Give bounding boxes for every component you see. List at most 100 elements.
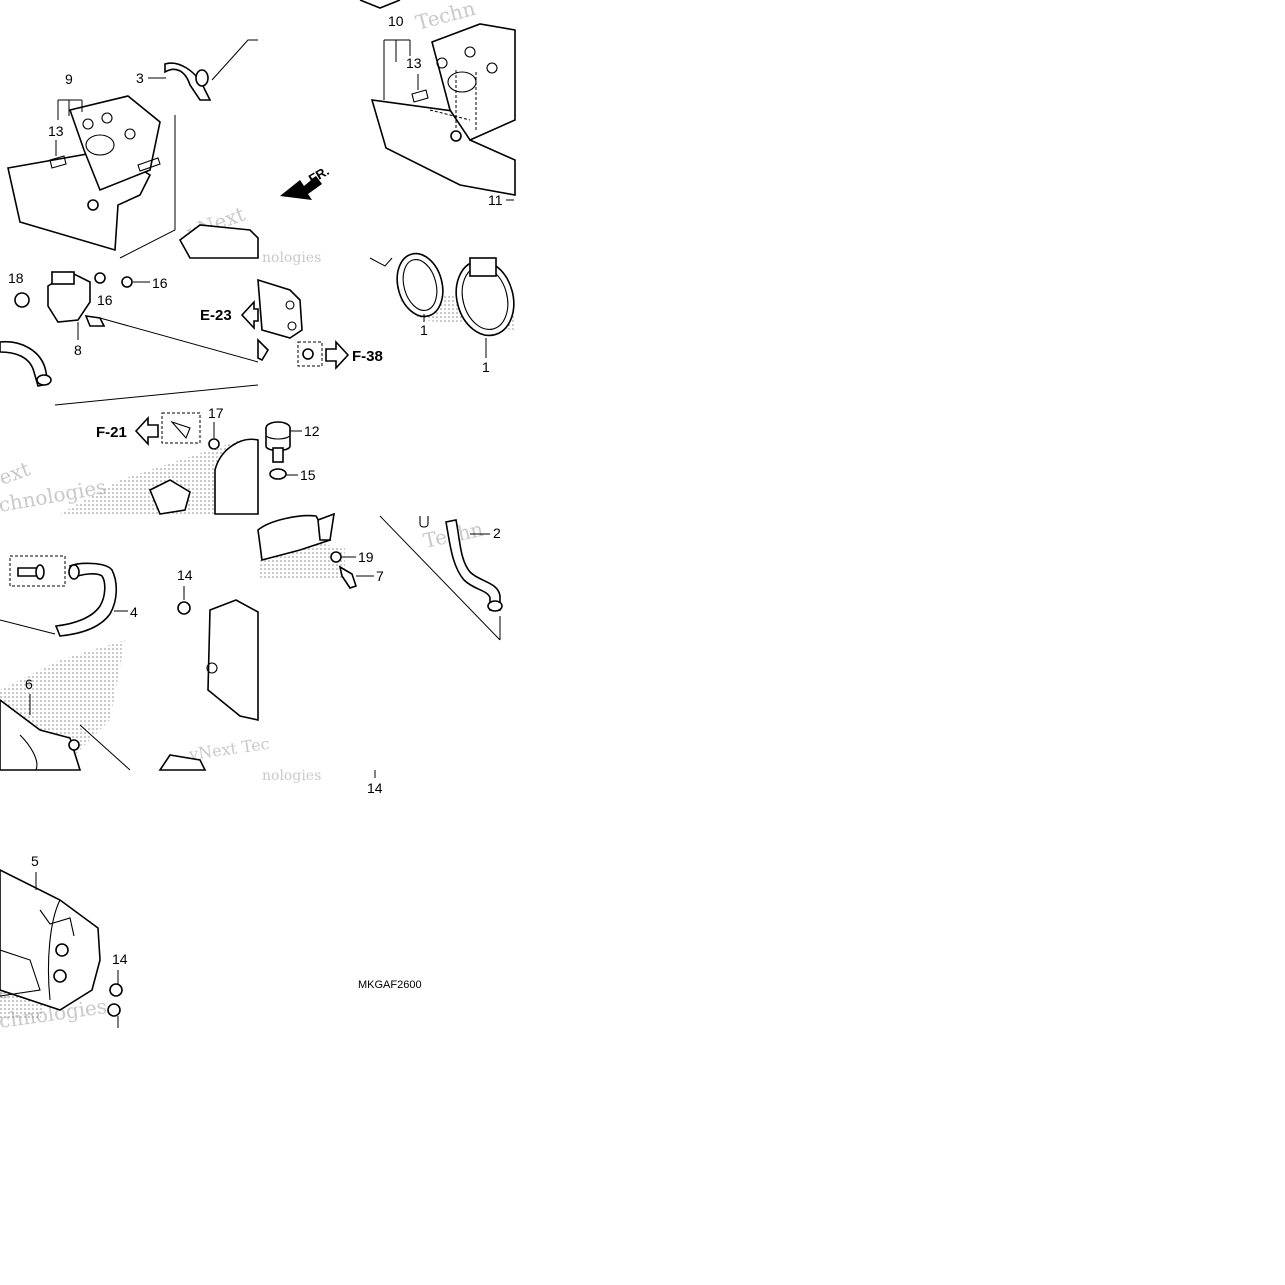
bracket-hole (85, 134, 115, 156)
callout-17: 17 (208, 405, 224, 421)
part-fragment (369, 257, 393, 267)
bracket-hole (101, 112, 113, 124)
nut (87, 199, 99, 211)
leader-line (79, 724, 131, 771)
bolt-14 (109, 983, 123, 997)
callout-14: 14 (112, 951, 128, 967)
bracket-hole (486, 62, 498, 74)
callout-16: 16 (152, 275, 168, 291)
hose-end (195, 69, 209, 87)
callout-2: 2 (493, 525, 501, 541)
callout-4: 4 (130, 604, 138, 620)
tile-lower-left: 5 14 (0, 853, 128, 1028)
canister-port (53, 969, 67, 983)
tile-bottom-left: 4 6 14 (0, 555, 259, 771)
callout-8: 8 (74, 342, 82, 358)
canister-end (214, 438, 259, 515)
dashed-box (297, 341, 323, 367)
leader-line (119, 115, 176, 259)
clip-fragment (170, 420, 191, 440)
bracket-upper (68, 95, 161, 192)
bracket-upper (431, 23, 516, 142)
canister-nozzle (317, 512, 335, 541)
canister-port (68, 739, 80, 751)
callout-13: 13 (48, 123, 64, 139)
callout-14: 14 (177, 567, 193, 583)
collar-15 (272, 447, 284, 463)
tile-middle-center: E-23 F-38 12 15 (200, 278, 383, 483)
callout-5: 5 (31, 853, 39, 869)
callout-15: 15 (300, 467, 316, 483)
bolt-14 (177, 601, 191, 615)
tile-top-left: 9 13 3 (7, 39, 259, 259)
leader-line (0, 619, 56, 635)
clamp-7 (338, 565, 358, 589)
watermark-text: nologies (262, 250, 321, 266)
leader-bracket (383, 39, 411, 100)
leader-line (379, 515, 501, 641)
callout-16: 16 (97, 292, 113, 308)
hose-end (487, 600, 503, 612)
nut (450, 130, 462, 142)
rubber-ring (265, 435, 291, 440)
canister-port (55, 943, 69, 957)
front-arrow-icon (280, 176, 322, 200)
clamp-fragment (148, 479, 191, 515)
canister-end (257, 514, 332, 562)
callout-7: 7 (376, 568, 384, 584)
canister-6 (0, 699, 82, 771)
leader-line (54, 384, 259, 406)
callout-1: 1 (420, 322, 428, 338)
slot (137, 157, 161, 172)
tile-bottom-right: 2 (379, 515, 503, 641)
reference-arrow-icon (134, 415, 159, 447)
callout-19: 19 (358, 549, 374, 565)
callout-12: 12 (304, 423, 320, 439)
canister-mount (39, 909, 75, 937)
part-fragment (257, 338, 270, 362)
bracket-canister (207, 599, 259, 721)
pad (49, 155, 67, 169)
part-fragment (158, 754, 207, 771)
leader-line (99, 317, 259, 363)
leader-line (211, 39, 258, 81)
bolt-14 (107, 1003, 121, 1017)
canister-bracket (0, 949, 41, 997)
nut-15 (269, 468, 287, 480)
tile-middle-right: 1 1 (369, 252, 515, 375)
reference-f38: F-38 (352, 348, 383, 365)
diagram-code: MKGAF2600 (358, 979, 422, 991)
callout-1: 1 (482, 359, 490, 375)
dashed-guide (429, 70, 477, 132)
shading (60, 440, 258, 514)
clip-19 (330, 551, 342, 563)
callout-14: 14 (367, 780, 383, 796)
reference-f21: F-21 (96, 424, 127, 441)
part-fragment (359, 0, 401, 9)
watermark-text: nologies (262, 768, 321, 784)
solenoid-connector (51, 271, 75, 285)
callout-18: 18 (8, 270, 24, 286)
watermark-text: ext (0, 456, 33, 489)
clamp-tab (469, 257, 497, 277)
leader-bracket (57, 99, 83, 120)
part-fragment (178, 224, 259, 259)
callout-3: 3 (136, 70, 144, 86)
pad (411, 89, 429, 103)
reference-arrow-icon (240, 299, 259, 331)
stay-hole (285, 300, 295, 310)
solenoid-nozzle (84, 315, 106, 327)
hose-end (68, 564, 80, 580)
callout-11: 11 (488, 192, 503, 208)
callout-9: 9 (65, 71, 73, 87)
bracket-hole (124, 128, 136, 140)
hose-end (36, 374, 52, 386)
hose-4 (54, 562, 118, 637)
dashed-box (161, 412, 201, 444)
clip-18 (14, 292, 30, 308)
reference-arrow-icon (325, 339, 350, 371)
stay-hole (287, 321, 297, 331)
callout-13: 13 (406, 55, 422, 71)
tile-top-middle: 10 13 FR. 11 (280, 0, 516, 208)
